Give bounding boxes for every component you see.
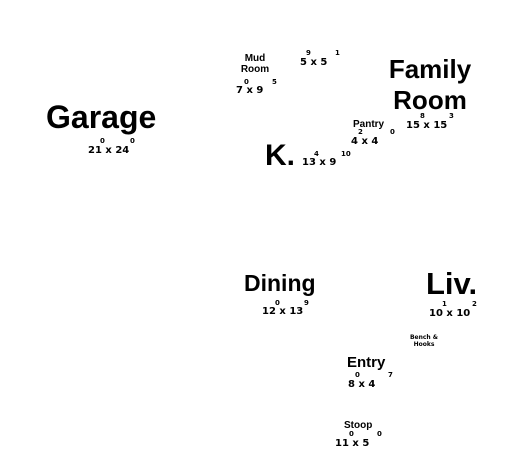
stoop-dim-sup-b: 0 xyxy=(377,430,382,438)
garage-dim-a: 21 xyxy=(88,145,102,156)
entry-label: Entry xyxy=(347,354,386,371)
closet-dim-sup-a: 9 xyxy=(306,49,311,57)
dim-separator: x xyxy=(319,157,326,168)
family-room-dim-sup-b: 3 xyxy=(449,112,454,120)
family-room-label: Family Room xyxy=(380,56,480,113)
mud-room-dim-sup-a: 0 xyxy=(244,78,249,86)
closet-dimensions: 5 x 5 xyxy=(300,58,327,68)
living-dim-sup-b: 2 xyxy=(472,300,477,308)
kitchen-dimensions: 13 x 9 xyxy=(302,158,336,168)
family-room-label-line2: Room xyxy=(393,85,467,115)
pantry-dim-b: 4 xyxy=(371,136,379,147)
bench-hooks-line1: Bench & xyxy=(409,334,439,341)
entry-dim-b: 4 xyxy=(368,379,376,390)
pantry-label: Pantry xyxy=(353,119,385,130)
kitchen-dim-sup-b: 10 xyxy=(341,150,351,158)
living-dim-a: 10 xyxy=(429,308,443,319)
dim-separator: x xyxy=(352,438,359,449)
garage-label: Garage xyxy=(46,99,157,135)
living-label: Liv. xyxy=(426,266,478,301)
garage-dim-sup-a: 0 xyxy=(100,137,105,145)
garage-dim-b: 24 xyxy=(115,145,130,156)
stoop-dim-b: 5 xyxy=(362,438,370,449)
kitchen-dim-a: 13 xyxy=(302,157,316,168)
closet-dim-b: 5 xyxy=(320,57,328,68)
mud-room-dim-b: 9 xyxy=(256,85,264,96)
dim-separator: x xyxy=(446,308,453,319)
mud-room-label: Mud Room xyxy=(237,54,273,75)
mud-room-dim-sup-b: 5 xyxy=(272,78,277,86)
bench-hooks-note: Bench & Hooks xyxy=(406,334,442,349)
dining-dim-b: 13 xyxy=(289,306,304,317)
garage-dimensions: 21 x 24 xyxy=(88,146,129,156)
mud-room-dimensions: 7 x 9 xyxy=(236,86,263,96)
dim-separator: x xyxy=(279,306,286,317)
stoop-dimensions: 11 x 5 xyxy=(335,439,369,449)
pantry-dim-sup-a: 2 xyxy=(358,128,363,136)
closet-dim-sup-b: 1 xyxy=(335,49,340,57)
dim-separator: x xyxy=(361,136,368,147)
dining-dim-sup-b: 9 xyxy=(304,299,309,307)
dining-dim-sup-a: 0 xyxy=(275,299,280,307)
dim-separator: x xyxy=(358,379,365,390)
pantry-dim-a: 4 xyxy=(351,136,358,147)
entry-dim-sup-a: 0 xyxy=(355,371,360,379)
entry-dimensions: 8 x 4 xyxy=(348,380,375,390)
family-room-label-line1: Family xyxy=(388,54,472,84)
entry-dim-a: 8 xyxy=(348,379,355,390)
stoop-label: Stoop xyxy=(344,420,373,431)
family-room-dim-sup-a: 8 xyxy=(420,112,425,120)
dim-separator: x xyxy=(310,57,317,68)
living-dimensions: 10 x 10 xyxy=(429,309,470,319)
kitchen-dim-b: 9 xyxy=(329,157,337,168)
garage-dim-sup-b: 0 xyxy=(130,137,135,145)
dining-dim-a: 12 xyxy=(262,306,276,317)
dining-label: Dining xyxy=(244,270,316,296)
stoop-dim-a: 11 xyxy=(335,438,349,449)
family-room-dimensions: 15 x 15 xyxy=(406,121,447,131)
stoop-dim-sup-a: 0 xyxy=(349,430,354,438)
mud-room-label-line2: Room xyxy=(240,64,270,75)
kitchen-label: K. xyxy=(265,139,295,172)
mud-room-label-line1: Mud xyxy=(244,53,266,64)
dim-separator: x xyxy=(105,145,112,156)
pantry-dimensions: 4 x 4 xyxy=(351,137,378,147)
living-dim-b: 10 xyxy=(456,308,471,319)
mud-room-dim-a: 7 xyxy=(236,85,243,96)
family-room-dim-a: 15 xyxy=(406,120,420,131)
dining-dimensions: 12 x 13 xyxy=(262,307,303,317)
entry-dim-sup-b: 7 xyxy=(388,371,393,379)
dim-separator: x xyxy=(423,120,430,131)
family-room-dim-b: 15 xyxy=(433,120,448,131)
closet-dim-a: 5 xyxy=(300,57,307,68)
living-dim-sup-a: 1 xyxy=(442,300,447,308)
dim-separator: x xyxy=(246,85,253,96)
bench-hooks-line2: Hooks xyxy=(413,340,435,348)
kitchen-dim-sup-a: 4 xyxy=(314,150,319,158)
pantry-dim-sup-b: 0 xyxy=(390,128,395,136)
